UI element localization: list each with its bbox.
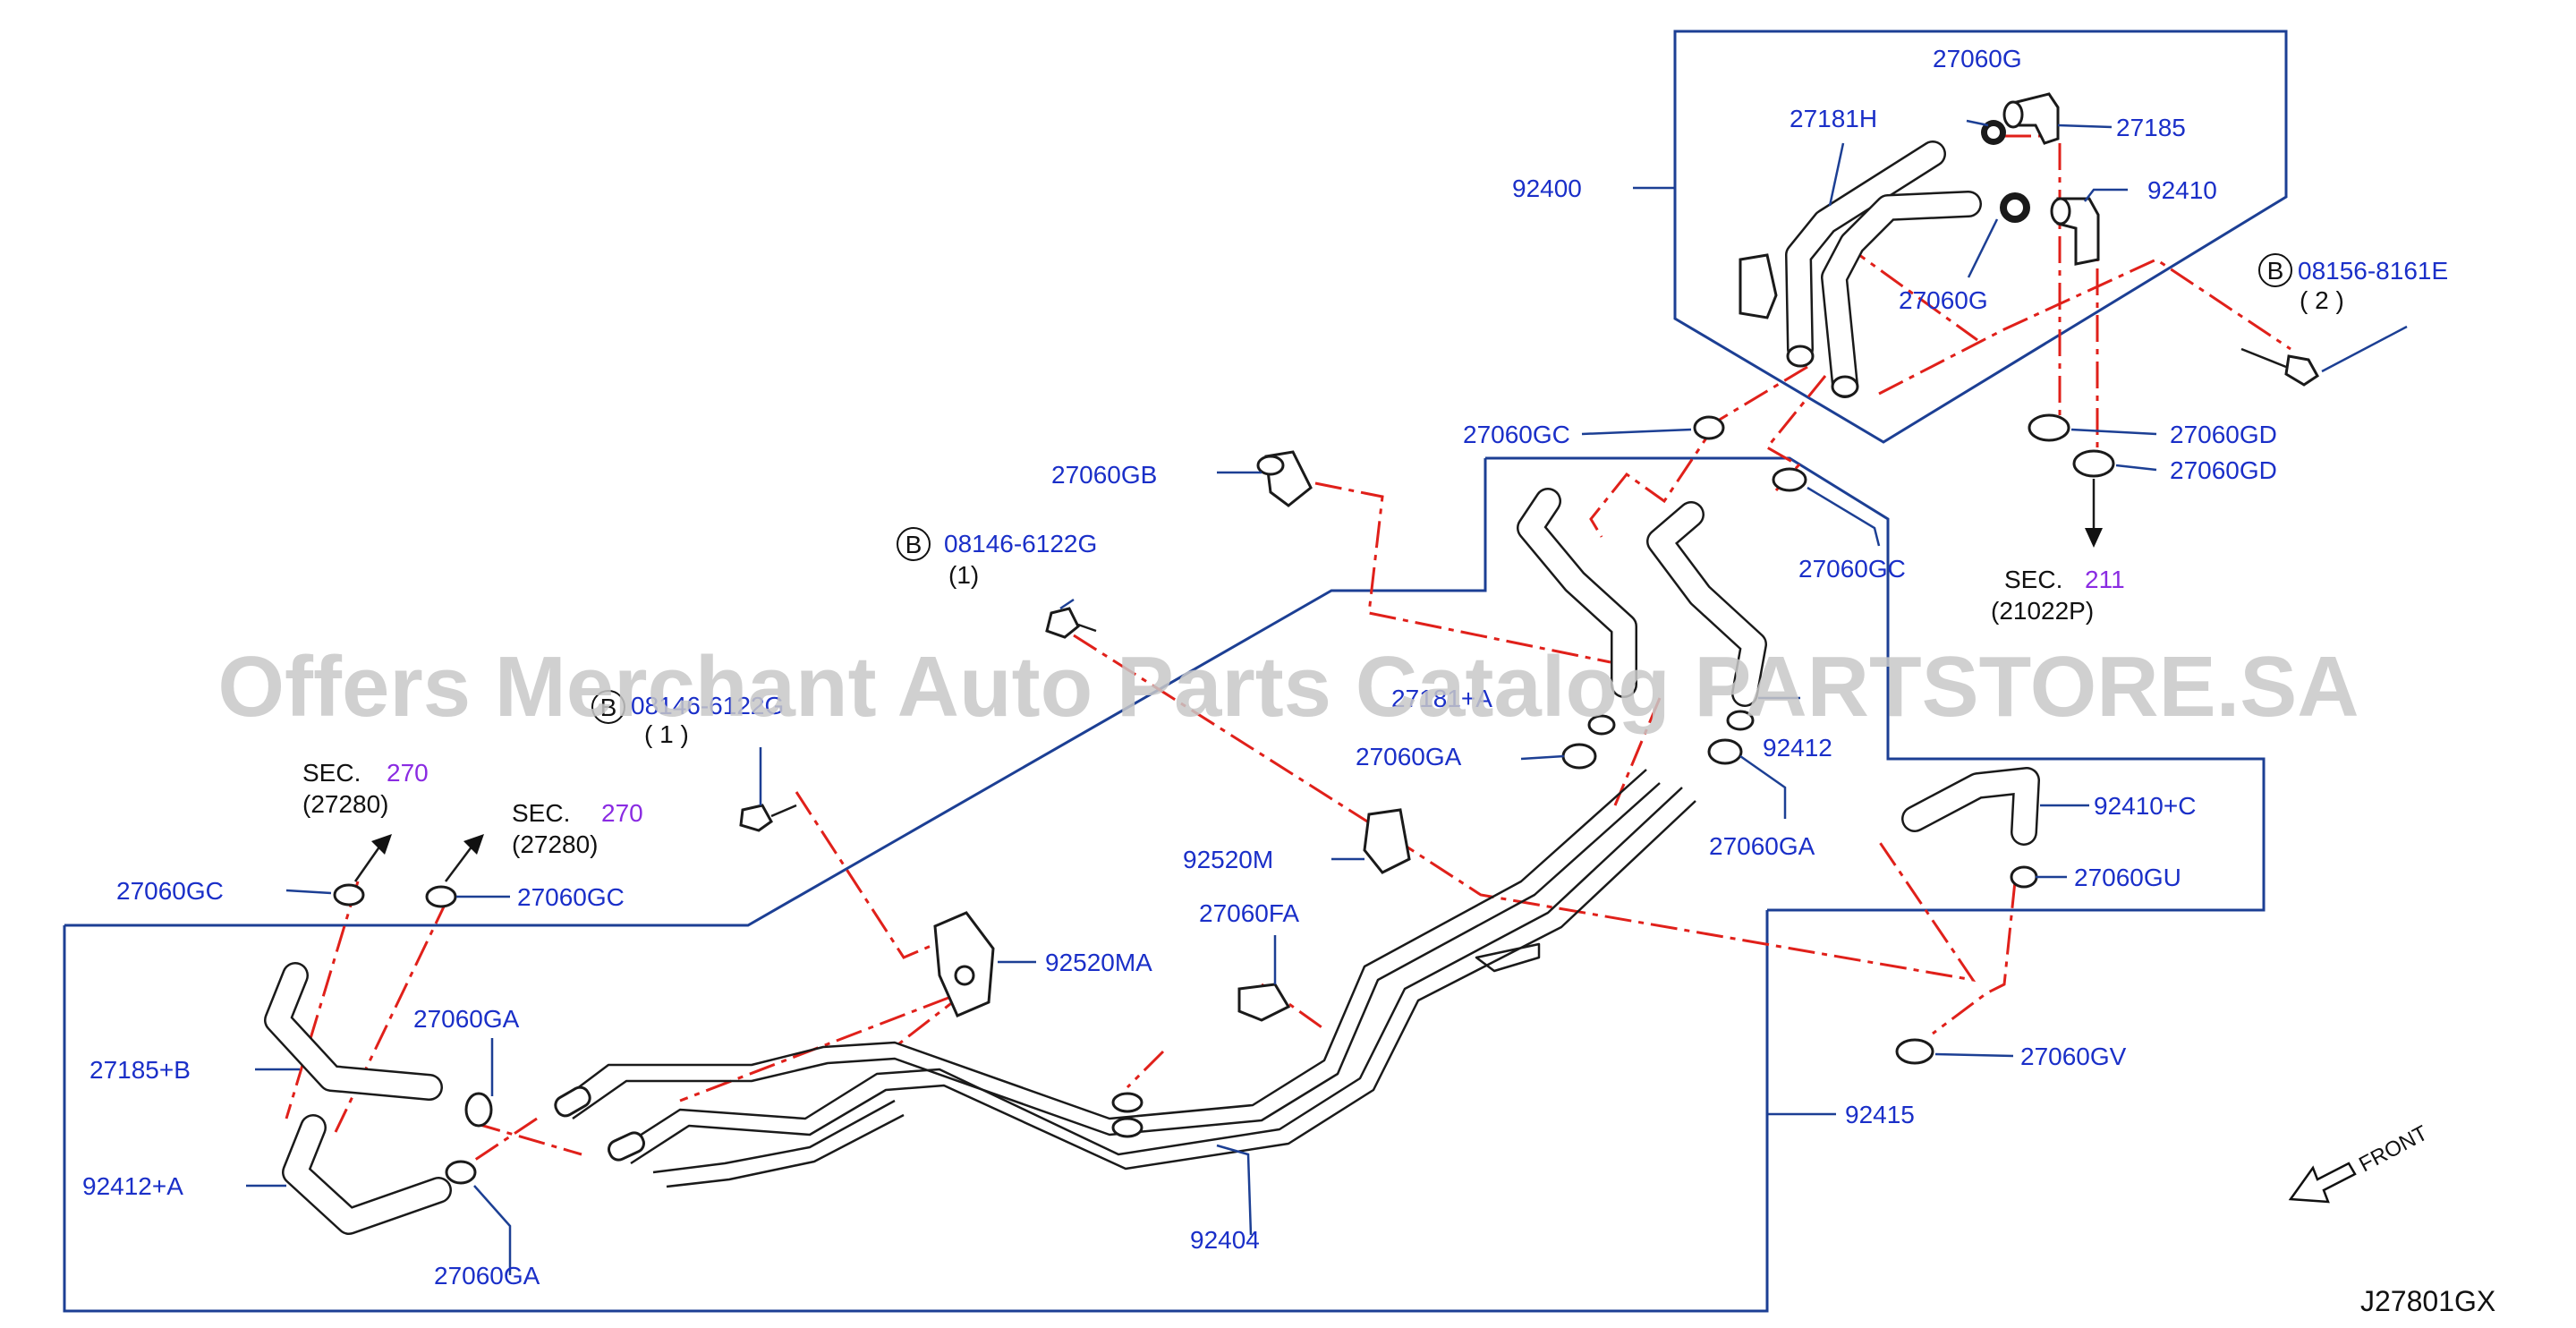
label-27060GU: 27060GU [2074,864,2181,891]
label-27060GB: 27060GB [1051,461,1157,489]
label-secL1-sub: (27280) [302,790,389,818]
label-27060GC-left2: 27060GC [517,883,625,911]
label-27060FA: 27060FA [1199,899,1299,927]
label-sec211-num: 211 [2085,566,2125,593]
label-27060GA-left: 27060GA [413,1005,520,1033]
b-marker-1: B [897,527,931,561]
leader-lines [246,119,2408,1275]
label-92520MA: 92520MA [1045,949,1152,976]
label-92410: 92410 [2147,176,2217,204]
group-box-92404 [64,458,1487,927]
label-27060GD-1: 27060GD [2170,421,2277,448]
label-secL2-word: SEC. [512,799,570,827]
label-27060GV: 27060GV [2020,1043,2127,1070]
label-27060GC-right: 27060GC [1798,555,1906,583]
label-27060GA-bottom: 27060GA [434,1262,540,1290]
label-bolt-08156-8161E: 08156-8161E [2298,257,2448,285]
group-box-92400 [1673,30,2288,444]
label-27060GC-left: 27060GC [116,877,224,905]
parts [333,92,2319,1185]
front-arrow: FRONT [2288,1120,2432,1204]
label-92404: 92404 [1190,1226,1260,1254]
label-secL2-num: 270 [601,799,643,827]
svg-text:B: B [600,694,617,721]
label-27181H: 27181H [1790,105,1877,132]
label-27060GA-right: 27060GA [1709,832,1815,860]
label-bolt-08146-6122G: 08146-6122G [944,530,1097,558]
label-bolt-b3-code: 08146-6122G [631,692,784,719]
label-bolt-08146-qty: (1) [948,561,979,589]
diagram-code: J27801GX [2360,1285,2495,1317]
label-bolt-08156-qty: ( 2 ) [2300,286,2344,314]
front-label: FRONT [2355,1120,2432,1177]
label-secL1-word: SEC. [302,759,361,787]
b-marker-3: B [591,690,625,724]
label-bolt-b3-qty: ( 1 ) [644,720,689,748]
label-92412: 92412 [1763,734,1832,762]
svg-text:B: B [2267,257,2284,285]
label-sec211-sub: (21022P) [1991,597,2094,625]
label-27060GD-2: 27060GD [2170,456,2277,484]
label-27185: 27185 [2116,114,2186,141]
label-92410C: 92410+C [2094,792,2196,820]
label-92412A: 92412+A [82,1172,183,1200]
label-27060GA-mid: 27060GA [1356,743,1462,770]
label-27060G-top: 27060G [1933,45,2022,72]
label-secL2-sub: (27280) [512,830,599,858]
label-92520M: 92520M [1183,846,1273,873]
group-box-92412 [1485,456,2266,912]
heater-pipes [554,769,1696,1188]
label-27185B: 27185+B [89,1056,191,1084]
group-box-92415 [63,910,1769,1313]
svg-text:B: B [905,531,922,558]
hoses [264,140,2040,1235]
label-sec211-word: SEC. [2004,566,2062,593]
watermark: Offers Merchant Auto Parts Catalog PARTS… [217,639,2359,735]
label-27060GC-top: 27060GC [1463,421,1570,448]
b-marker-2: B [2258,253,2292,287]
label-92400: 92400 [1512,175,1582,202]
label-27181A: 27181+A [1391,685,1492,712]
label-92415: 92415 [1845,1101,1915,1128]
label-secL1-num: 270 [387,759,429,787]
label-27060G-mid: 27060G [1899,286,1988,314]
